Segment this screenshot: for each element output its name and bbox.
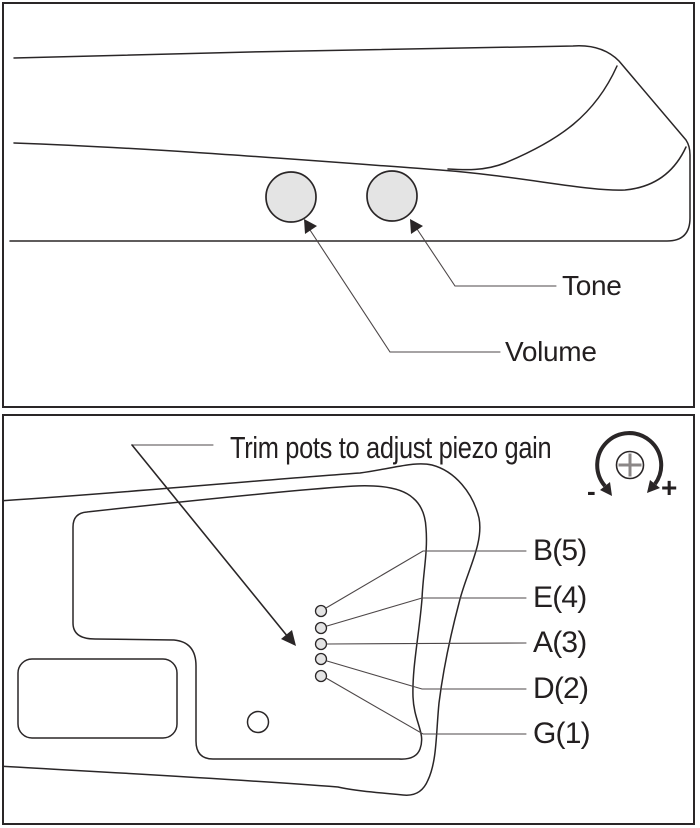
label-d2: D(2) — [533, 672, 589, 705]
phillips-cross-icon — [618, 453, 642, 477]
label-a3: A(3) — [533, 626, 587, 659]
tone-label: Tone — [562, 270, 622, 301]
trim-pot-d2 — [314, 652, 328, 666]
body-outline — [4, 463, 481, 796]
cutaway-curve — [447, 65, 618, 171]
cover-plate-outline — [72, 485, 428, 760]
rotation-arrowhead-plus — [647, 480, 660, 493]
annotation-arrow-shaft — [131, 444, 289, 638]
label-e4: E(4) — [533, 581, 587, 614]
plus-label: + — [661, 472, 678, 503]
body-waist-line — [13, 142, 687, 191]
trim-pot-g1 — [314, 669, 328, 683]
panel-back-view: Trim pots to adjust piezo gain B(5) E(4)… — [2, 414, 695, 825]
leader-b5 — [325, 550, 527, 609]
screw-head-icon — [615, 450, 645, 480]
annotation-arrowhead — [281, 630, 296, 646]
volume-arrowhead — [304, 219, 317, 234]
tone-arrowhead — [410, 219, 423, 234]
label-g1: G(1) — [533, 717, 591, 750]
leader-g1 — [325, 677, 527, 735]
trim-pot-b5 — [314, 604, 328, 618]
minus-label: - — [587, 476, 596, 506]
volume-knob — [265, 171, 317, 223]
trim-pot-e4 — [314, 621, 328, 635]
battery-compartment — [17, 658, 178, 739]
panel-side-view: Tone Volume — [2, 2, 695, 408]
tone-leader-line — [416, 228, 557, 287]
trim-pot-a3 — [314, 637, 328, 651]
screw-hole — [246, 710, 270, 734]
tone-knob — [366, 170, 418, 222]
leader-e4 — [326, 597, 527, 627]
side-view-drawing — [9, 45, 691, 353]
gain-adjust-icon — [595, 431, 664, 496]
rotation-arrow-arc — [595, 431, 664, 488]
label-b5: B(5) — [533, 534, 587, 567]
volume-label: Volume — [505, 336, 597, 367]
body-side-outline — [9, 45, 691, 242]
back-view-drawing — [4, 431, 664, 796]
volume-leader-line — [309, 229, 501, 353]
leader-d2 — [326, 660, 527, 690]
rotation-arrowhead-minus — [600, 482, 612, 496]
trim-pots-annotation: Trim pots to adjust piezo gain — [230, 430, 552, 465]
leader-a3 — [326, 642, 527, 645]
